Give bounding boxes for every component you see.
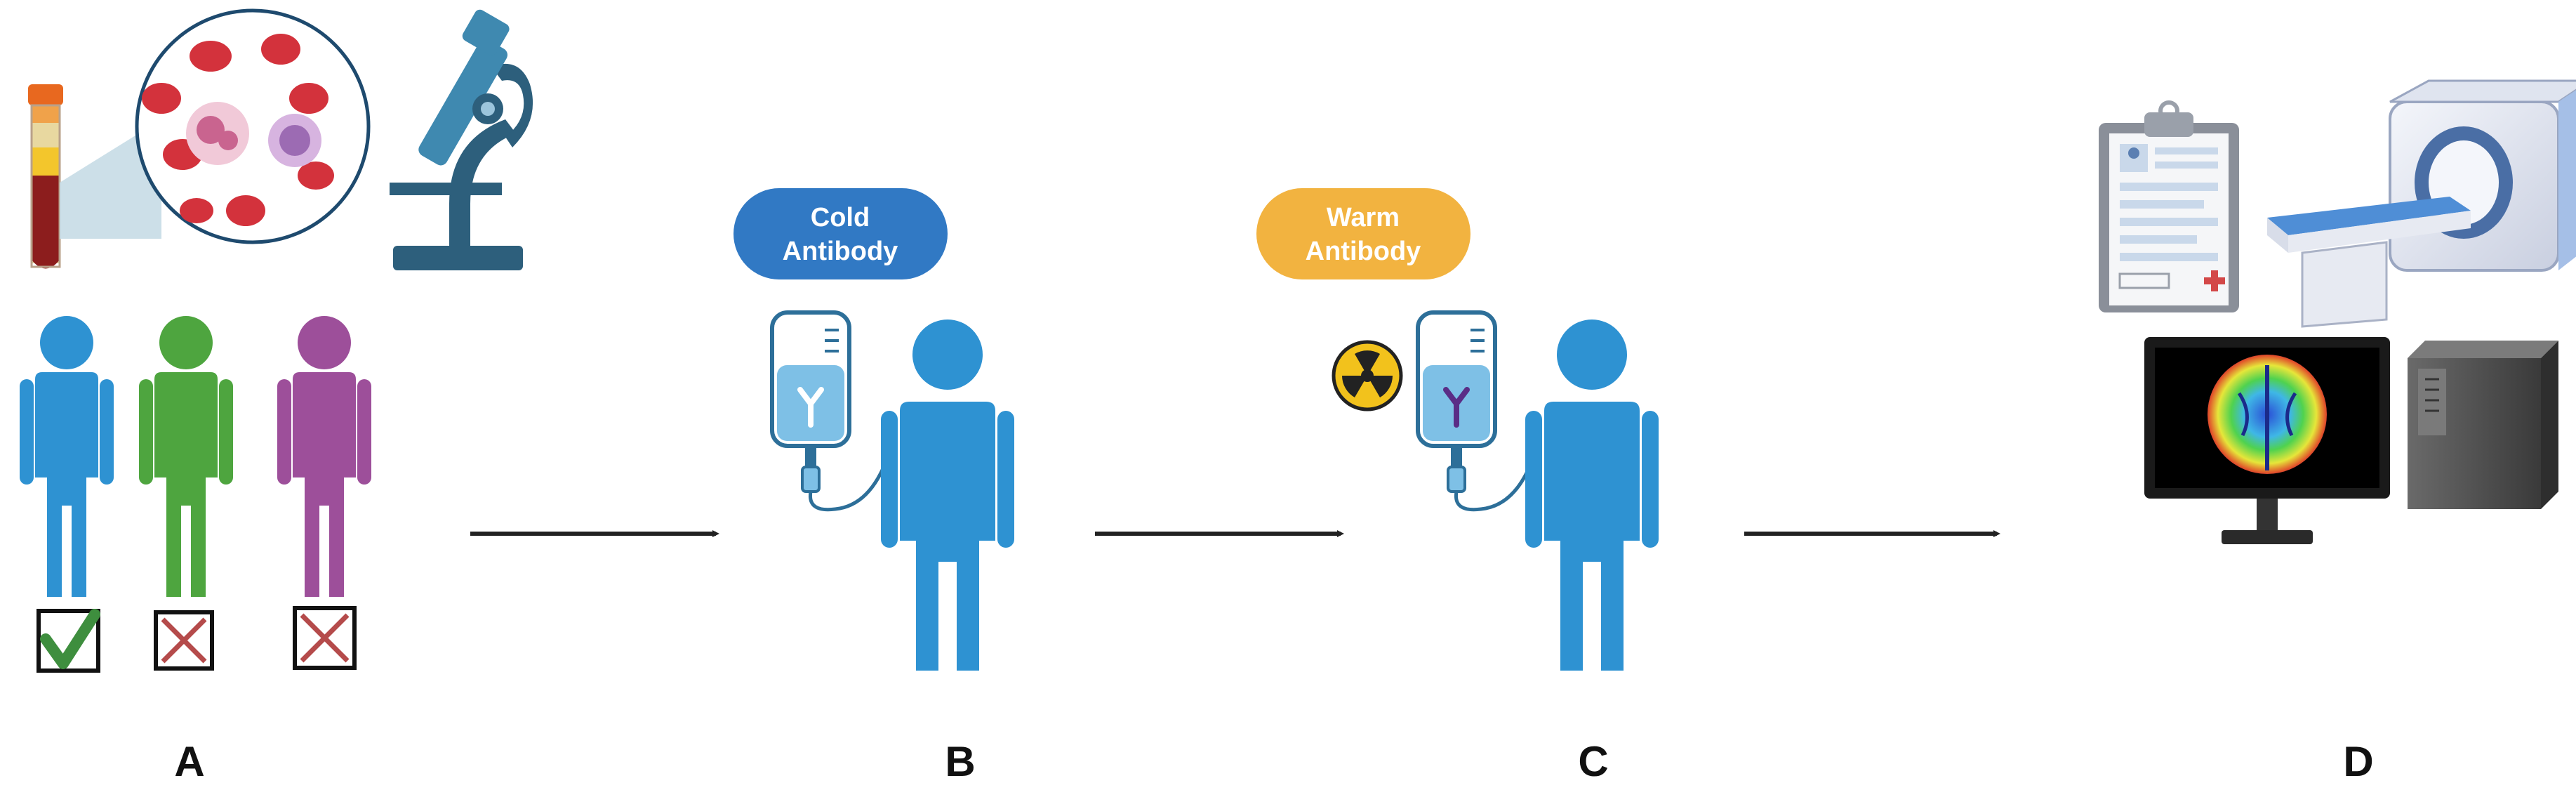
microscope-icon bbox=[390, 9, 533, 270]
blood-smear-magnified-icon bbox=[135, 8, 371, 244]
blood-tube-icon bbox=[28, 84, 63, 269]
iv-antibody-bag-icon bbox=[770, 310, 890, 512]
stage-label-c: C bbox=[1578, 738, 1608, 785]
person-green bbox=[139, 316, 233, 597]
computer-tower-icon bbox=[2408, 341, 2558, 509]
cold-badge-line1: Cold bbox=[811, 203, 870, 232]
iv-antibody-bag-icon bbox=[1416, 310, 1536, 512]
cold-antibody-badge: Cold Antibody bbox=[733, 188, 948, 279]
stage-label-d: D bbox=[2343, 738, 2373, 785]
ineligible-cross-icon bbox=[154, 610, 214, 671]
stage-c: Warm Antibody bbox=[1256, 188, 1659, 785]
person-purple bbox=[277, 316, 371, 597]
stage-label-b: B bbox=[945, 738, 975, 785]
person-blue bbox=[20, 316, 114, 597]
radiation-icon bbox=[1332, 340, 1403, 411]
patient-figure bbox=[1525, 320, 1659, 671]
monitor-brain-scan-icon bbox=[2144, 337, 2390, 544]
stage-a: A bbox=[20, 8, 533, 785]
patient-figure bbox=[881, 320, 1014, 671]
eligible-check-icon bbox=[36, 609, 100, 673]
clipboard-icon bbox=[2099, 100, 2239, 312]
cold-badge-line2: Antibody bbox=[783, 237, 898, 266]
stage-label-a: A bbox=[174, 738, 204, 785]
ineligible-cross-icon bbox=[293, 606, 357, 670]
magnification-cone bbox=[60, 119, 161, 239]
stage-b: Cold Antibody B bbox=[733, 188, 1014, 785]
warm-badge-line2: Antibody bbox=[1306, 237, 1421, 266]
pet-scanner-icon bbox=[2267, 79, 2576, 328]
warm-badge-line1: Warm bbox=[1327, 203, 1400, 232]
stage-d: D bbox=[2099, 79, 2576, 785]
warm-antibody-badge: Warm Antibody bbox=[1256, 188, 1470, 279]
